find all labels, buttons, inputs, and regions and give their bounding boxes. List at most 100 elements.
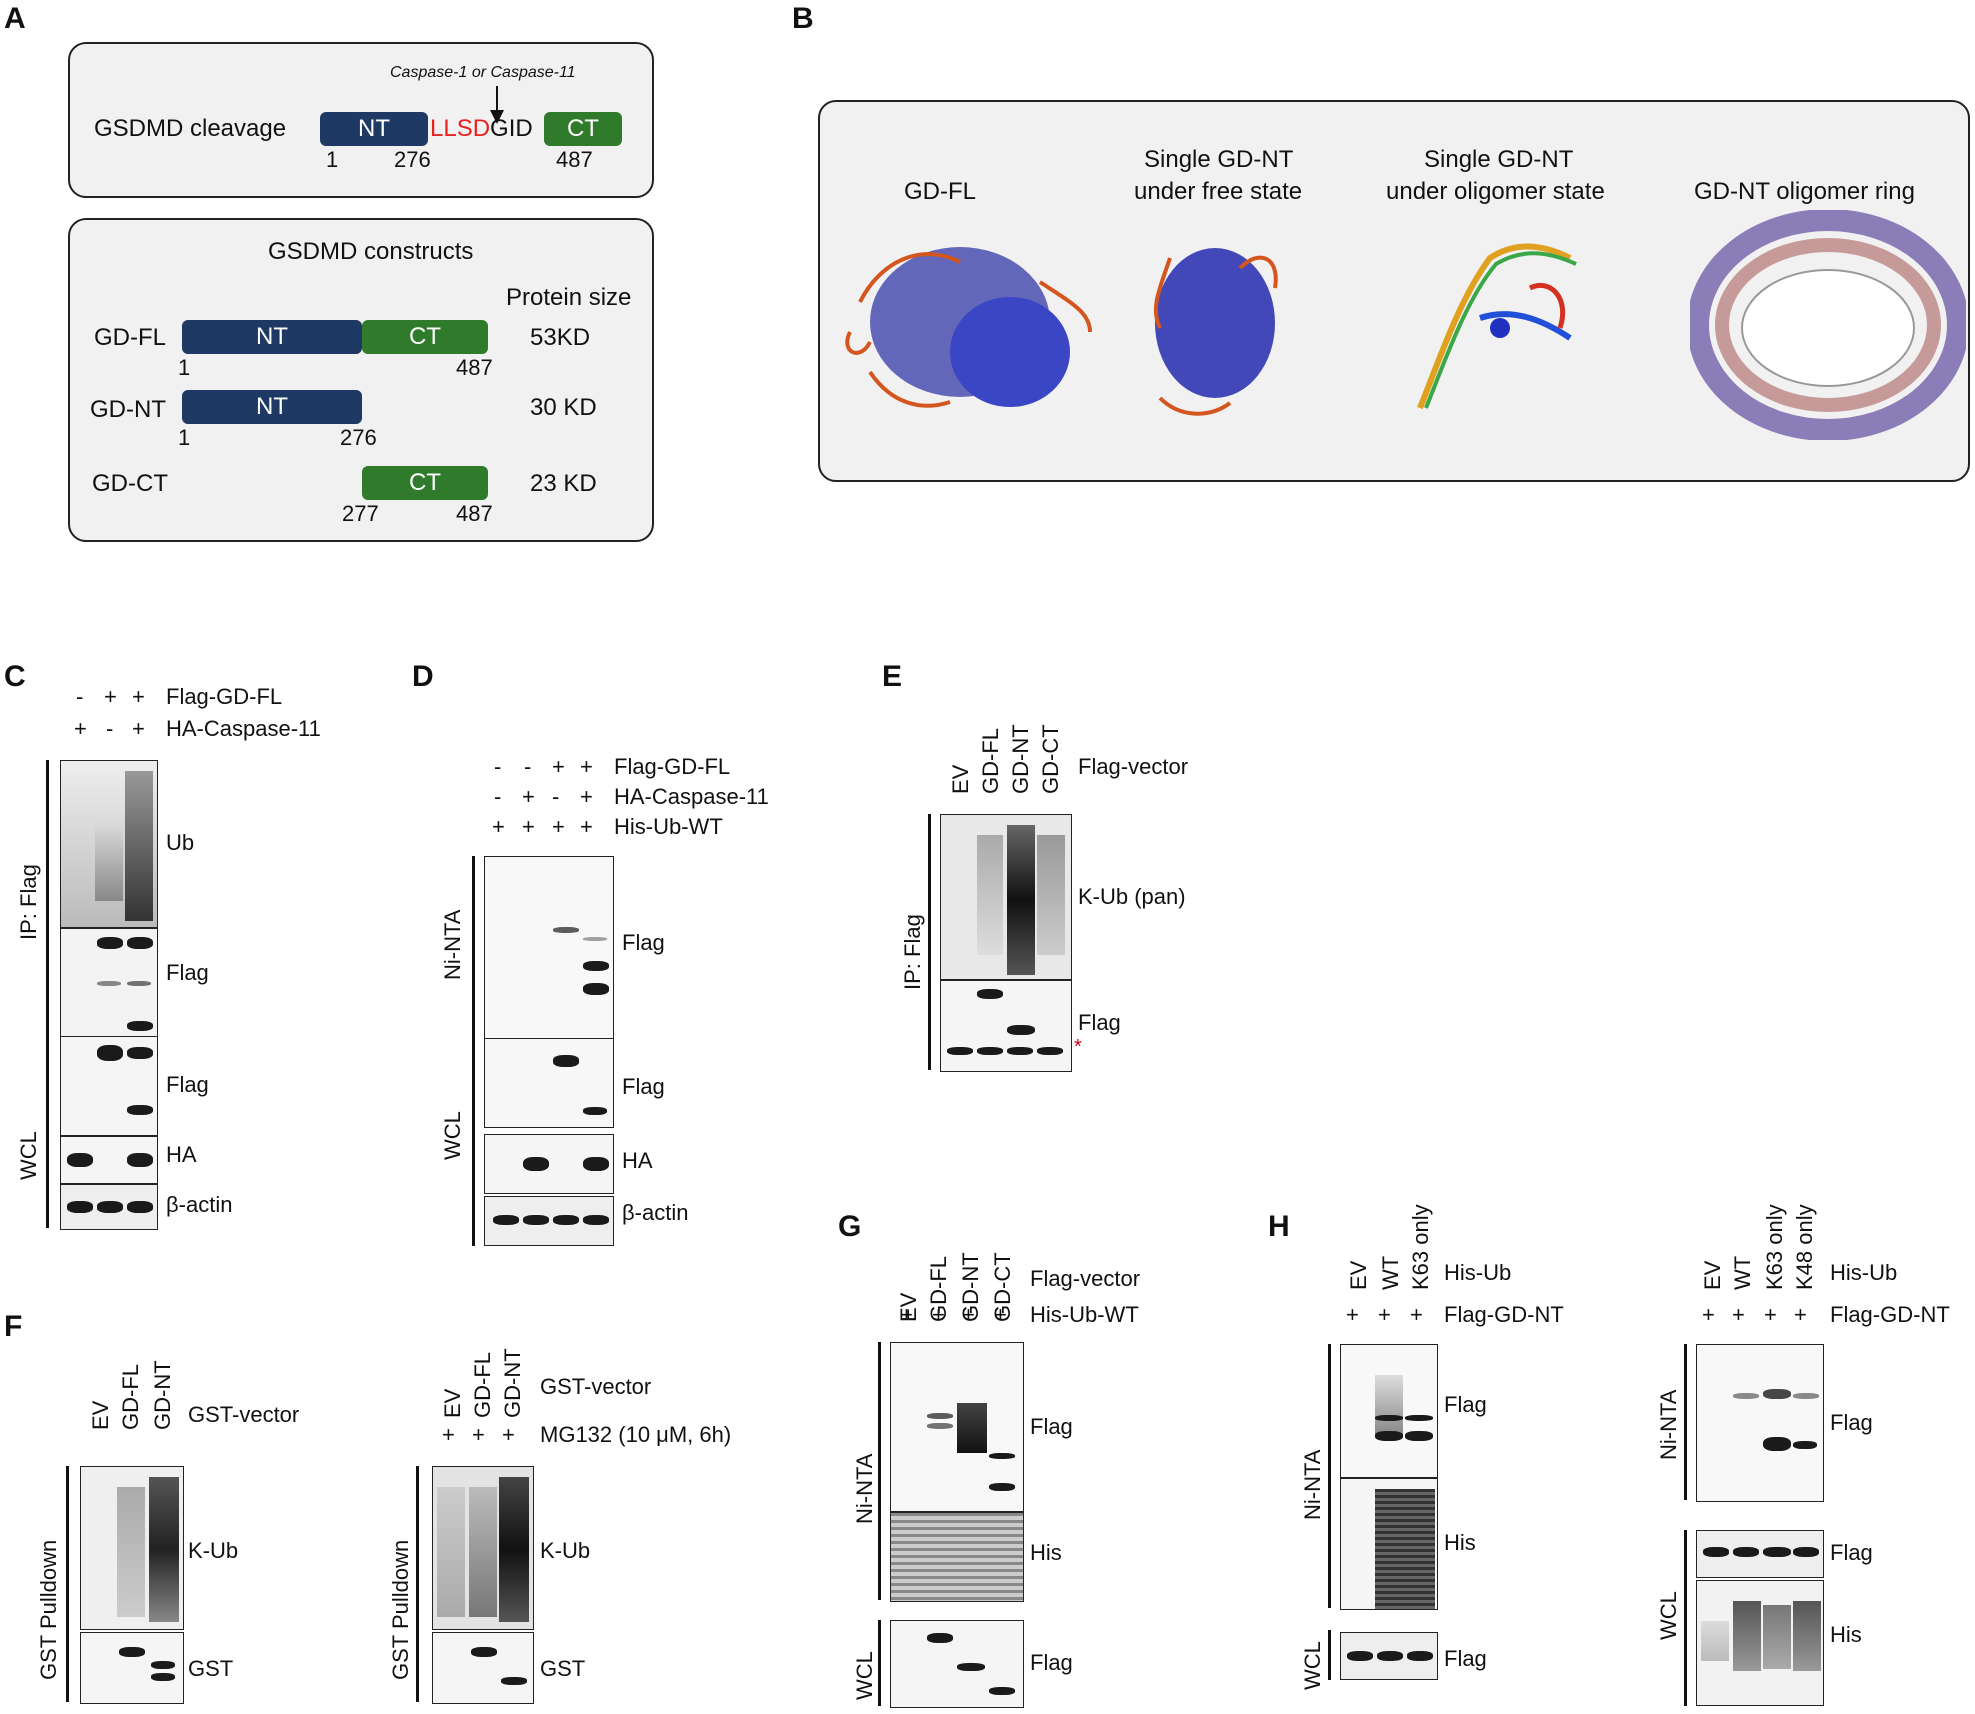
- g-sign-1: +: [900, 1302, 913, 1327]
- h2-sign-1: +: [1702, 1302, 1715, 1327]
- h2-lane-k48: K48 only: [1792, 1204, 1817, 1290]
- d-sign-2-3: -: [552, 784, 560, 809]
- d-band-flag-wcl: Flag: [622, 1074, 665, 1099]
- f2-mg132: MG132 (10 μM, 6h): [540, 1422, 732, 1447]
- e-flag-blot: [940, 980, 1072, 1072]
- f1-band-kub: K-Ub: [188, 1538, 239, 1563]
- panel-label-c: C: [4, 660, 26, 693]
- ct-domain: CT: [544, 112, 622, 146]
- d-actin-blot: [484, 1196, 614, 1246]
- d-sign-1-2: -: [524, 754, 532, 779]
- e-lane-nt: GD-NT: [1008, 724, 1033, 794]
- c-wcl-bracket: [46, 1036, 49, 1228]
- f2-bracket: [416, 1466, 419, 1702]
- d-row2-label: HA-Caspase-11: [614, 784, 769, 809]
- d-sign-1-4: +: [580, 754, 593, 779]
- c-wcl-label: WCL: [16, 1131, 41, 1180]
- g-his-blot: [890, 1512, 1024, 1602]
- d-sign-2-1: -: [494, 784, 502, 809]
- h2-row-b: Flag-GD-NT: [1830, 1302, 1950, 1327]
- h2-ni-flag-blot: [1696, 1344, 1824, 1502]
- pos-1: 1: [326, 147, 339, 172]
- d-row1-label: Flag-GD-FL: [614, 754, 731, 779]
- g-ni-label: Ni-NTA: [852, 1453, 877, 1524]
- e-kub-blot: [940, 814, 1072, 980]
- pos-276: 276: [394, 147, 431, 172]
- f2-lane-nt: GD-NT: [500, 1348, 525, 1418]
- fl-end: 487: [456, 355, 493, 380]
- d-band-flag-ni: Flag: [622, 930, 665, 955]
- panel-label-e: E: [882, 660, 903, 693]
- h1-wcl-label: WCL: [1300, 1641, 1325, 1690]
- g-band-flag-wcl: Flag: [1030, 1650, 1073, 1675]
- h2-lane-ev: EV: [1700, 1260, 1725, 1290]
- f2-sign-2: +: [472, 1422, 485, 1447]
- g-wcl-flag-blot: [890, 1620, 1024, 1708]
- c-actin-blot: [60, 1184, 158, 1230]
- e-lane-fl: GD-FL: [978, 728, 1003, 794]
- f2-kub-blot: [432, 1466, 534, 1630]
- f1-vector: GST-vector: [188, 1402, 300, 1427]
- c-row2-label: HA-Caspase-11: [166, 716, 321, 741]
- cleavage-label: GSDMD cleavage: [94, 115, 287, 142]
- cleavage-arrow-icon: [490, 86, 504, 124]
- c-ip-flag-blot: [60, 928, 158, 1050]
- d-wcl-label: WCL: [440, 1111, 465, 1160]
- panel-label-h: H: [1268, 1210, 1290, 1243]
- c-sign-1-1: -: [76, 684, 84, 709]
- d-sign-3-4: +: [580, 814, 593, 839]
- g-ni-bracket: [878, 1342, 881, 1600]
- fl-ct: CT: [362, 320, 488, 354]
- f1-bracket: [66, 1466, 69, 1702]
- c-sign-2-1: +: [74, 716, 87, 741]
- f2-lane-ev: EV: [440, 1388, 465, 1418]
- g-vector: Flag-vector: [1030, 1266, 1141, 1291]
- g-band-flag-ni: Flag: [1030, 1414, 1073, 1439]
- c-ip-label: IP: Flag: [16, 864, 41, 940]
- g-row-label: His-Ub-WT: [1030, 1302, 1139, 1327]
- e-lane-ev: EV: [948, 764, 973, 794]
- h2-ni-label: Ni-NTA: [1656, 1389, 1681, 1460]
- d-wcl-flag-blot: [484, 1038, 614, 1128]
- f2-band-kub: K-Ub: [540, 1538, 591, 1563]
- c-sign-1-2: +: [104, 684, 117, 709]
- size-header: Protein size: [506, 284, 632, 311]
- ct-construct: CT: [362, 466, 488, 500]
- h2-sign-4: +: [1794, 1302, 1807, 1327]
- h1-ni-bracket: [1328, 1344, 1331, 1608]
- panel-label-d: D: [412, 660, 434, 693]
- e-band-kub: K-Ub (pan): [1078, 884, 1186, 909]
- d-sign-2-4: +: [580, 784, 593, 809]
- constructs-box: [68, 218, 654, 542]
- d-ha-blot: [484, 1134, 614, 1194]
- h1-sign-1: +: [1346, 1302, 1359, 1327]
- f2-band-gst: GST: [540, 1656, 586, 1681]
- e-ip-bracket: [928, 814, 931, 1070]
- nt-domain: NT: [320, 112, 428, 146]
- h2-lane-wt: WT: [1730, 1255, 1755, 1290]
- panel-label-g: G: [838, 1210, 862, 1243]
- h1-wcl-flag-blot: [1340, 1632, 1438, 1680]
- d-sign-1-1: -: [494, 754, 502, 779]
- nt-end: 276: [340, 425, 377, 450]
- caspase-arrow-label: Caspase-1 or Caspase-11: [390, 64, 576, 81]
- pos-487: 487: [556, 147, 593, 172]
- panel-label-b: B: [792, 2, 814, 35]
- h1-band-flag-wcl: Flag: [1444, 1646, 1487, 1671]
- c-sign-1-3: +: [132, 684, 145, 709]
- e-ip-label: IP: Flag: [900, 914, 925, 990]
- h2-lane-k63: K63 only: [1762, 1204, 1787, 1290]
- h1-band-his: His: [1444, 1530, 1476, 1555]
- c-band-actin: β-actin: [166, 1192, 233, 1217]
- f1-lane-fl: GD-FL: [118, 1364, 143, 1430]
- row-ct-size: 23 KD: [530, 470, 597, 497]
- d-sign-3-1: +: [492, 814, 505, 839]
- h1-lane-ev: EV: [1346, 1260, 1371, 1290]
- h2-wcl-flag-blot: [1696, 1530, 1824, 1578]
- fl-start: 1: [178, 355, 191, 380]
- d-sign-1-3: +: [552, 754, 565, 779]
- g-ni-flag-blot: [890, 1342, 1024, 1512]
- motif-black: GID: [490, 115, 533, 142]
- h2-wcl-bracket: [1684, 1530, 1687, 1706]
